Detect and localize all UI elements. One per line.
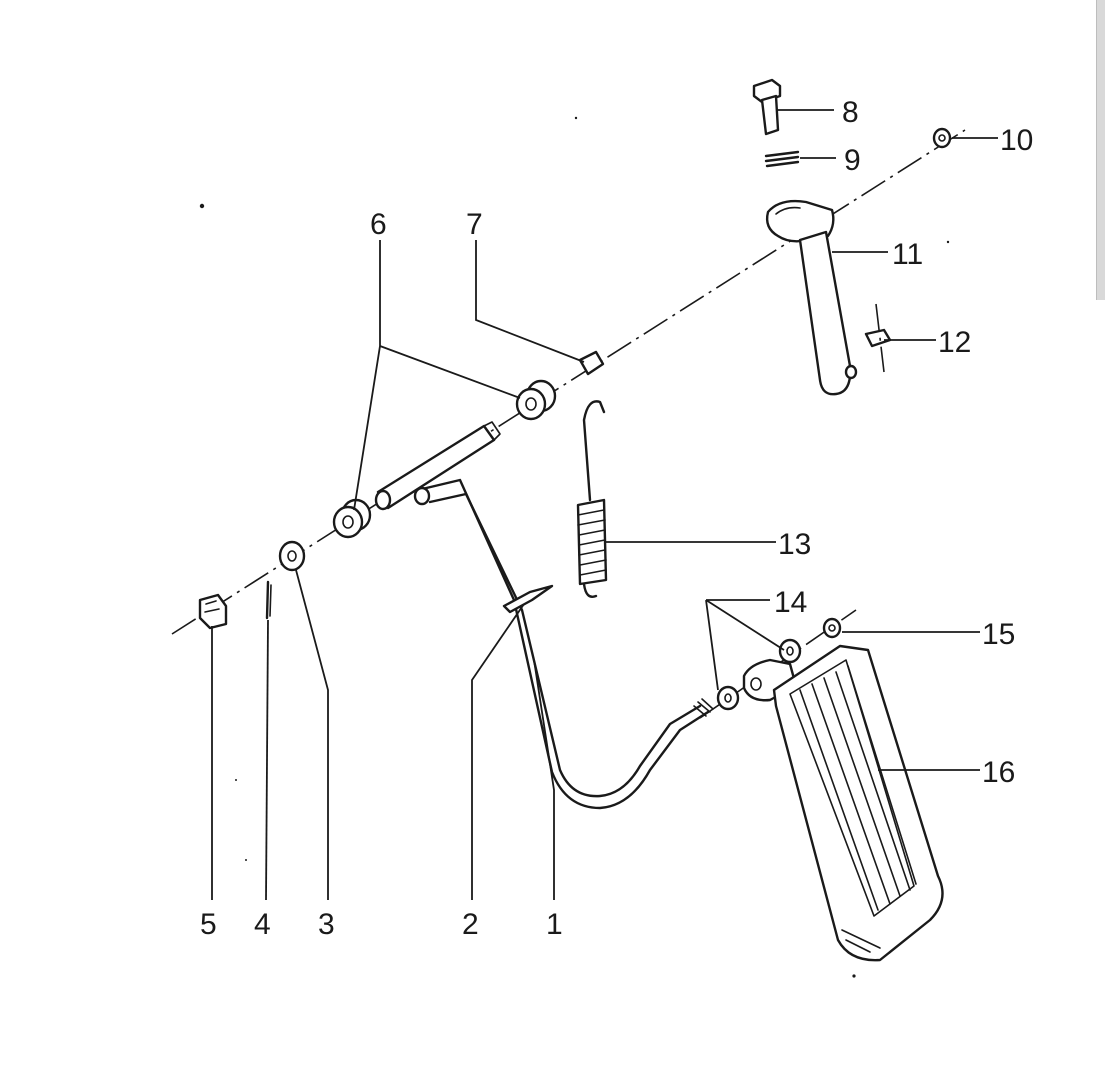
part-11-lever-arm: [765, 199, 858, 396]
scan-specks: [199, 116, 950, 978]
label-15: 15: [982, 618, 1015, 651]
part-9-spring-washer: [764, 150, 800, 168]
part-7-sleeve: [578, 350, 605, 376]
part-6-bushing-lower: [332, 498, 372, 539]
part-14-washer-lower: [716, 685, 740, 711]
label-16: 16: [982, 756, 1015, 789]
label-12: 12: [938, 326, 971, 359]
label-5: 5: [200, 908, 217, 941]
part-15-washer: [822, 617, 842, 639]
part-4-pin: [265, 580, 272, 620]
label-2: 2: [462, 908, 479, 941]
leader-lines: [211, 109, 998, 901]
part-13-return-spring: [576, 400, 608, 598]
scrollbar-edge[interactable]: [1096, 0, 1105, 300]
part-labels: 1 2 3 4 5 6 7 8 9 10 11 12 13 14 15 16: [200, 96, 1033, 941]
part-12-clip: [864, 303, 892, 373]
part-14-washer-upper: [778, 638, 802, 664]
label-7: 7: [466, 208, 483, 241]
label-9: 9: [844, 144, 861, 177]
part-1-pedal-lever: [374, 421, 714, 810]
part-16-pedal-pad: [742, 644, 944, 962]
part-10-washer: [932, 127, 952, 149]
label-14: 14: [774, 586, 807, 619]
part-2-clip: [502, 584, 554, 614]
label-11: 11: [892, 238, 923, 271]
part-3-washer: [278, 540, 306, 572]
part-5-bracket: [198, 593, 228, 630]
label-6: 6: [370, 208, 387, 241]
part-8-bolt: [752, 78, 782, 136]
label-10: 10: [1000, 124, 1033, 157]
label-3: 3: [318, 908, 335, 941]
label-1: 1: [546, 908, 563, 941]
label-8: 8: [842, 96, 859, 129]
part-6-bushing-upper: [515, 379, 557, 421]
label-4: 4: [254, 908, 271, 941]
label-13: 13: [778, 528, 811, 561]
